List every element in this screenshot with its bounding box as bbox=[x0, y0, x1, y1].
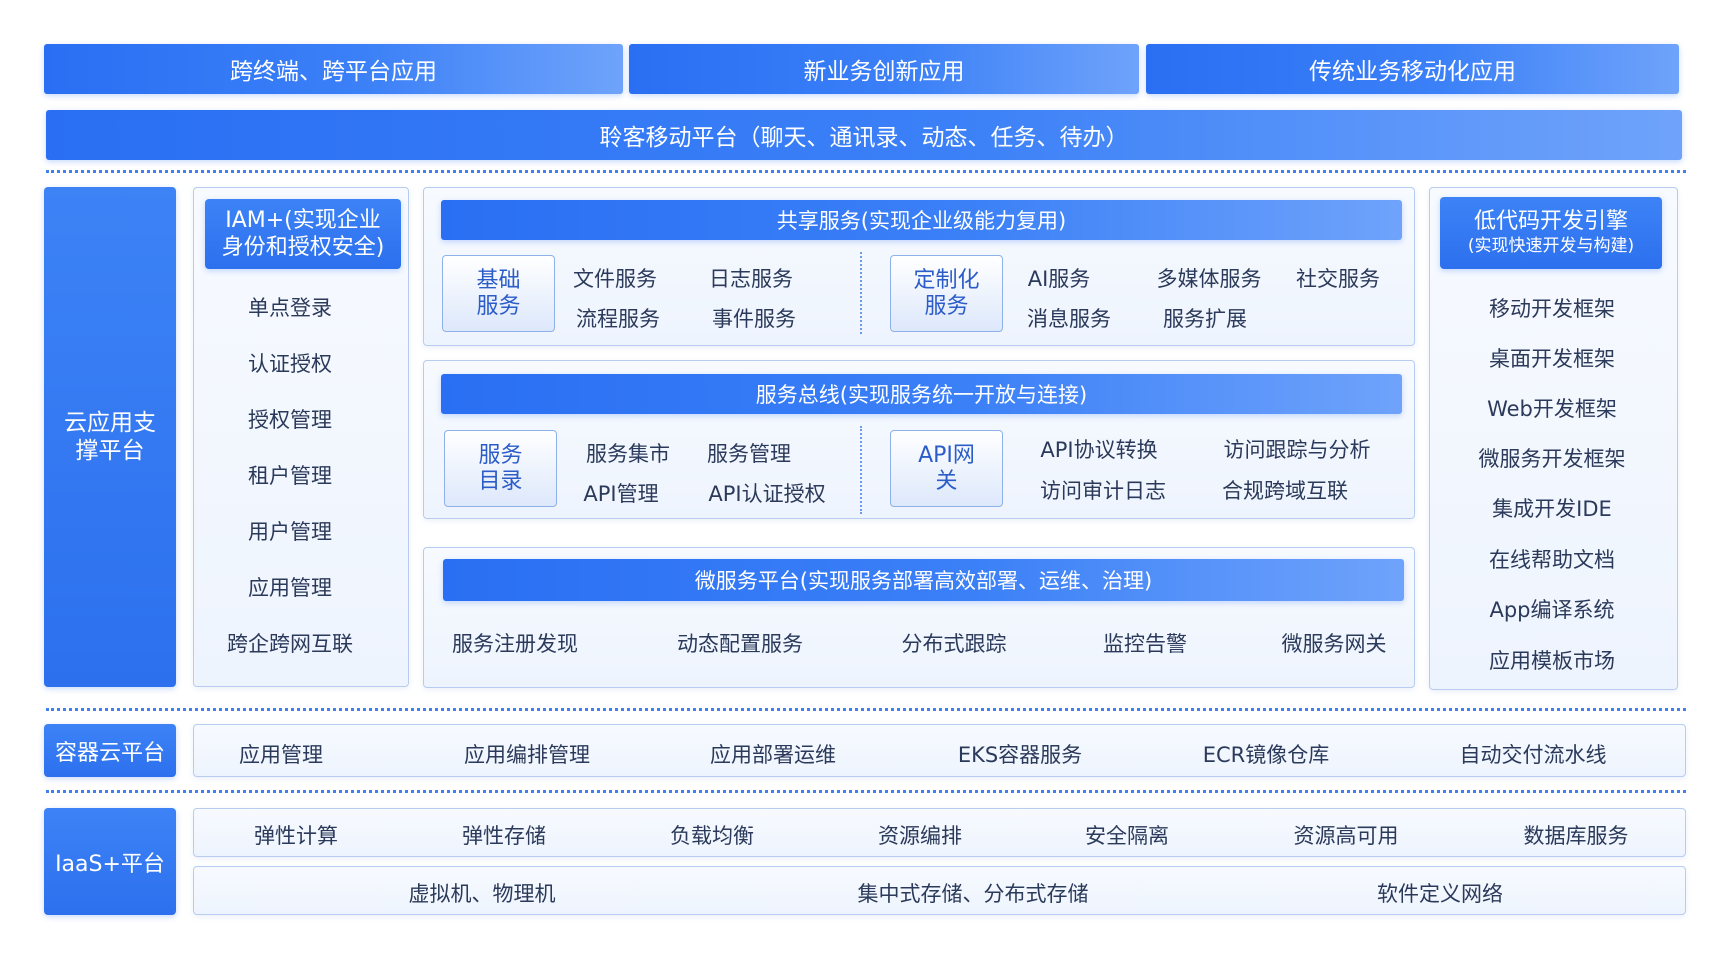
lowcode-item: 应用模板市场 bbox=[1489, 649, 1615, 673]
iaas-row2-panel bbox=[193, 866, 1686, 915]
microservice-item: 服务注册发现 bbox=[452, 632, 578, 656]
top-app-legacy-mobile: 传统业务移动化应用 bbox=[1146, 44, 1679, 94]
shared-custom-item: 多媒体服务 bbox=[1156, 267, 1262, 291]
basic-services-box: 基础服务 bbox=[442, 255, 555, 332]
lowcode-title-main: 低代码开发引擎 bbox=[1473, 209, 1628, 234]
shared-basic-item: 日志服务 bbox=[709, 267, 793, 291]
iam-item: 应用管理 bbox=[248, 576, 332, 600]
service-bus-gateway-item: 合规跨域互联 bbox=[1222, 479, 1348, 503]
service-bus-gateway-item: 访问审计日志 bbox=[1040, 479, 1166, 503]
shared-custom-item: AI服务 bbox=[1027, 267, 1091, 291]
iaas-row2-item: 软件定义网络 bbox=[1377, 882, 1503, 906]
lowcode-item: 桌面开发框架 bbox=[1489, 347, 1615, 371]
iaas-row2-item: 集中式存储、分布式存储 bbox=[857, 882, 1089, 906]
microservice-item: 动态配置服务 bbox=[677, 632, 803, 656]
lowcode-item: 移动开发框架 bbox=[1489, 297, 1615, 321]
divider-middle bbox=[46, 708, 1686, 711]
lowcode-item: Web开发框架 bbox=[1487, 397, 1617, 421]
iam-item: 用户管理 bbox=[248, 520, 332, 544]
container-item: 应用编排管理 bbox=[464, 743, 590, 767]
iaas-label: IaaS+平台 bbox=[44, 808, 176, 915]
microservice-title: 微服务平台(实现服务部署高效部署、运维、治理) bbox=[443, 559, 1404, 601]
service-bus-catalog-item: 服务管理 bbox=[707, 442, 791, 466]
iaas-row1-item: 弹性计算 bbox=[254, 824, 338, 848]
service-bus-gateway-item: 访问跟踪与分析 bbox=[1223, 438, 1371, 462]
container-item: 应用部署运维 bbox=[710, 743, 836, 767]
iaas-row1-item: 安全隔离 bbox=[1085, 824, 1169, 848]
microservice-item: 监控告警 bbox=[1103, 632, 1187, 656]
top-app-cross-platform: 跨终端、跨平台应用 bbox=[44, 44, 623, 94]
service-bus-catalog-item: API管理 bbox=[583, 482, 659, 506]
iaas-row1-panel bbox=[193, 808, 1686, 857]
divider-bottom bbox=[46, 790, 1686, 793]
container-item: EKS容器服务 bbox=[957, 743, 1083, 767]
microservice-item: 分布式跟踪 bbox=[901, 632, 1007, 656]
lowcode-panel bbox=[1429, 187, 1678, 690]
iam-item: 租户管理 bbox=[248, 464, 332, 488]
lowcode-title-sub: (实现快速开发与构建) bbox=[1467, 236, 1635, 256]
iaas-row1-item: 资源高可用 bbox=[1293, 824, 1399, 848]
iam-panel bbox=[193, 187, 409, 687]
iam-item: 授权管理 bbox=[248, 408, 332, 432]
container-item: 自动交付流水线 bbox=[1459, 743, 1607, 767]
container-item: ECR镜像仓库 bbox=[1202, 743, 1330, 767]
service-bus-separator bbox=[860, 426, 862, 514]
iam-item: 单点登录 bbox=[248, 296, 332, 320]
iam-item: 认证授权 bbox=[248, 352, 332, 376]
shared-custom-item: 消息服务 bbox=[1027, 307, 1111, 331]
divider-top bbox=[46, 170, 1686, 173]
iaas-row1-item: 资源编排 bbox=[878, 824, 962, 848]
shared-basic-item: 文件服务 bbox=[573, 267, 657, 291]
lowcode-item: 在线帮助文档 bbox=[1489, 548, 1615, 572]
shared-services-separator bbox=[860, 252, 862, 334]
cloud-support-label: 云应用支撑平台 bbox=[44, 187, 176, 687]
shared-custom-item: 社交服务 bbox=[1296, 267, 1380, 291]
iaas-row1-item: 数据库服务 bbox=[1523, 824, 1629, 848]
container-panel bbox=[193, 724, 1686, 777]
service-bus-catalog-item: 服务集市 bbox=[586, 442, 670, 466]
iam-item: 跨企跨网互联 bbox=[227, 632, 353, 656]
iam-title: IAM+(实现企业身份和授权安全) bbox=[205, 199, 401, 269]
lowcode-item: App编译系统 bbox=[1489, 598, 1615, 622]
service-bus-gateway-item: API协议转换 bbox=[1040, 438, 1158, 462]
iaas-row2-item: 虚拟机、物理机 bbox=[408, 882, 556, 906]
container-item: 应用管理 bbox=[239, 743, 323, 767]
service-bus-title: 服务总线(实现服务统一开放与连接) bbox=[441, 374, 1402, 414]
service-catalog-box: 服务目录 bbox=[444, 430, 557, 507]
custom-services-box: 定制化服务 bbox=[890, 255, 1003, 332]
lowcode-item: 微服务开发框架 bbox=[1478, 447, 1626, 471]
api-gateway-box: API网关 bbox=[890, 430, 1003, 507]
lowcode-title: 低代码开发引擎 (实现快速开发与构建) bbox=[1440, 197, 1662, 269]
shared-services-title: 共享服务(实现企业级能力复用) bbox=[441, 200, 1402, 240]
shared-basic-item: 流程服务 bbox=[576, 307, 660, 331]
service-bus-catalog-item: API认证授权 bbox=[708, 482, 826, 506]
iaas-row1-item: 弹性存储 bbox=[462, 824, 546, 848]
iaas-row1-item: 负载均衡 bbox=[670, 824, 754, 848]
shared-custom-item: 服务扩展 bbox=[1163, 307, 1247, 331]
lowcode-item: 集成开发IDE bbox=[1492, 497, 1612, 521]
microservice-item: 微服务网关 bbox=[1281, 632, 1387, 656]
top-app-new-business: 新业务创新应用 bbox=[629, 44, 1139, 94]
container-label: 容器云平台 bbox=[44, 724, 176, 777]
mobile-platform-bar: 聆客移动平台（聊天、通讯录、动态、任务、待办） bbox=[46, 110, 1682, 160]
shared-basic-item: 事件服务 bbox=[712, 307, 796, 331]
